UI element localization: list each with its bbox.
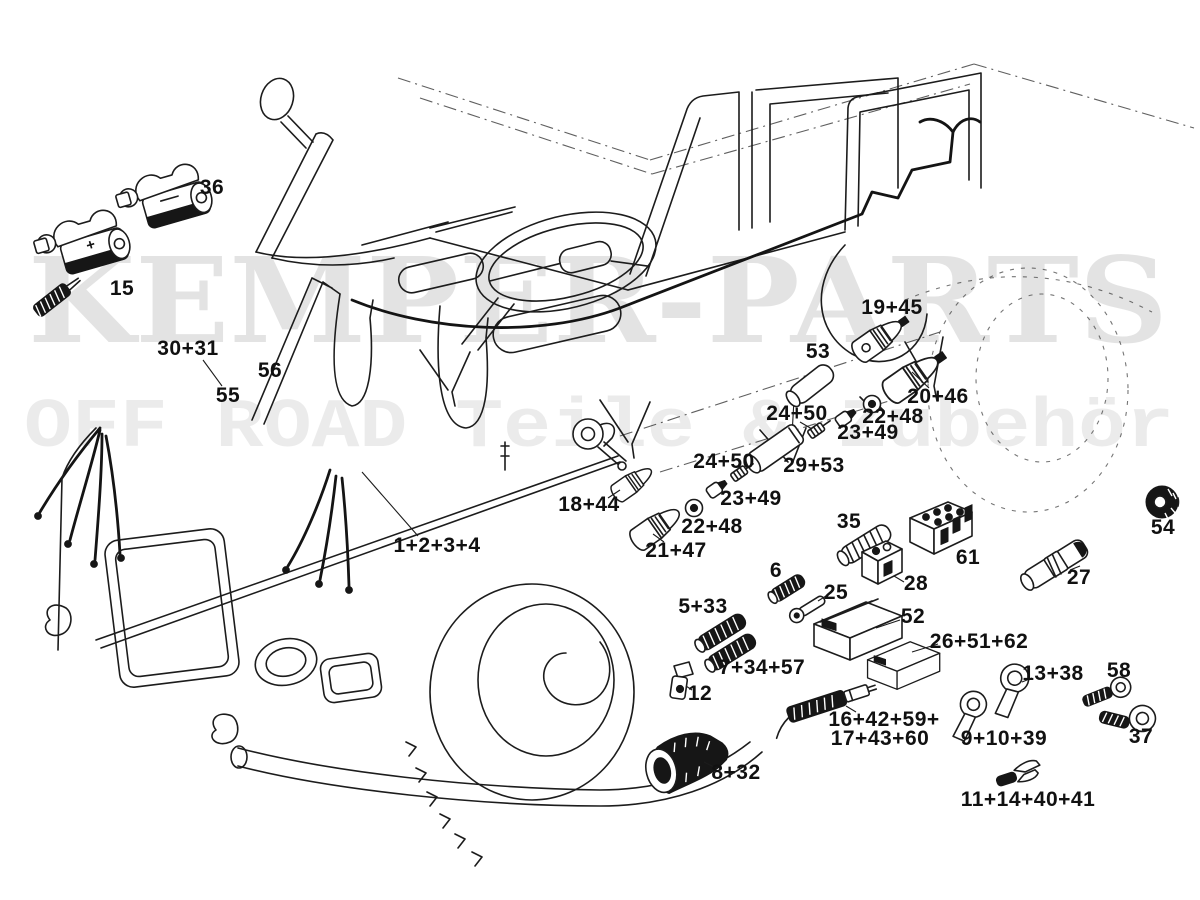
- tire-tread-marks: [405, 741, 483, 867]
- steering-wheel: [475, 211, 657, 313]
- front-wire-fan-mid: [282, 468, 353, 594]
- leader-26-51-62: [911, 643, 939, 653]
- main-harness-diagonal: [95, 455, 621, 649]
- part-12-clip: [669, 661, 694, 700]
- leader-8-32: [703, 761, 717, 769]
- headlight: [254, 637, 318, 687]
- part-24-50-pin-lower: [730, 463, 754, 482]
- part-5-33-sleeve-a: [694, 613, 747, 653]
- leader-27: [1069, 565, 1081, 571]
- part-35-ribbed-sleeve: [836, 524, 892, 567]
- part-61-terminal-block: [909, 501, 973, 555]
- part-20-46-bullet-connector: [881, 351, 948, 404]
- leader-24-50-upper: [799, 421, 813, 430]
- part-28-connector-block: [861, 540, 903, 585]
- leader-30-31: [202, 359, 223, 387]
- part-8-32-rubber-boot: [645, 732, 729, 795]
- leader-12: [685, 685, 693, 691]
- part-13-38-ring-terminal: [994, 663, 1030, 719]
- part-21-47-bullet-connector: [629, 508, 681, 551]
- part-37-ring-terminal: [1098, 704, 1157, 733]
- part-36-battery-clamp: [115, 163, 213, 229]
- leader-21-47: [652, 533, 665, 543]
- part-52-box-front: [813, 598, 903, 661]
- door-window-frames: [629, 77, 899, 277]
- part-53-sleeve: [785, 364, 835, 428]
- part-9-10-39-ring-terminal-a: [952, 690, 988, 742]
- cowl-line: [255, 237, 431, 266]
- bed-harness-loop-55: [333, 293, 374, 407]
- windshield-wiper: [361, 206, 516, 246]
- part-15-battery-clamp: +: [33, 209, 131, 275]
- part-23-49-bullet-lower: [705, 479, 728, 499]
- windshield-pillar: [255, 132, 334, 259]
- rear-window-frame: [844, 72, 982, 231]
- leader-16-42-59: [845, 705, 857, 713]
- part-7-34-57-sleeve-b: [704, 633, 757, 673]
- harness-drop-pin: [500, 441, 510, 471]
- part-22-48-nut-lower: [684, 498, 704, 518]
- part-24-50-pin-upper: [807, 420, 831, 439]
- part-52-box-rear: [866, 641, 941, 690]
- front-panel: [57, 427, 383, 704]
- leader-13-38: [1021, 677, 1033, 683]
- tow-hook-left: [44, 604, 72, 637]
- bed-rails: [251, 277, 341, 425]
- part-18-44-socket-assembly: [572, 418, 653, 503]
- part-16-42-59-flat-connector: [775, 684, 878, 740]
- part-19-45-bullet-connector: [851, 315, 910, 363]
- leader-1-2-3-4: [361, 471, 419, 537]
- dash-slot-small: [397, 252, 485, 294]
- roof-outline: [397, 63, 1195, 175]
- front-wheel: [405, 583, 635, 867]
- part-23-49-bullet-upper: [834, 408, 857, 428]
- part-22-48-nut-upper: [859, 394, 885, 414]
- body-harness-run: [350, 130, 955, 329]
- part-27-fuse: [1019, 539, 1089, 591]
- harness-branch-tails: [918, 117, 982, 134]
- part-54-grommet: [1145, 485, 1180, 520]
- part-11-14-40-41-fork-terminal: [995, 759, 1041, 787]
- part-58-ring-terminal: [1082, 676, 1132, 707]
- side-mirror: [259, 77, 314, 149]
- leader-25: [817, 595, 827, 602]
- bed-harness-loop-56: [437, 305, 489, 429]
- part-6-sleeve: [767, 574, 806, 605]
- front-wire-fan-left: [34, 426, 125, 568]
- leader-20-46: [911, 371, 930, 389]
- body-beltline: [429, 231, 846, 291]
- parts-layer: +: [33, 163, 1180, 795]
- leader-52: [875, 619, 901, 629]
- dash-slot-large: [492, 294, 622, 354]
- leader-28: [893, 575, 905, 583]
- part-threaded-stud: [33, 277, 81, 317]
- tow-hook-mid: [211, 713, 239, 745]
- vehicle-line-art: [34, 63, 1195, 867]
- bumper-end-cap: [230, 745, 248, 769]
- rear-wheel-ghost: [904, 267, 1153, 513]
